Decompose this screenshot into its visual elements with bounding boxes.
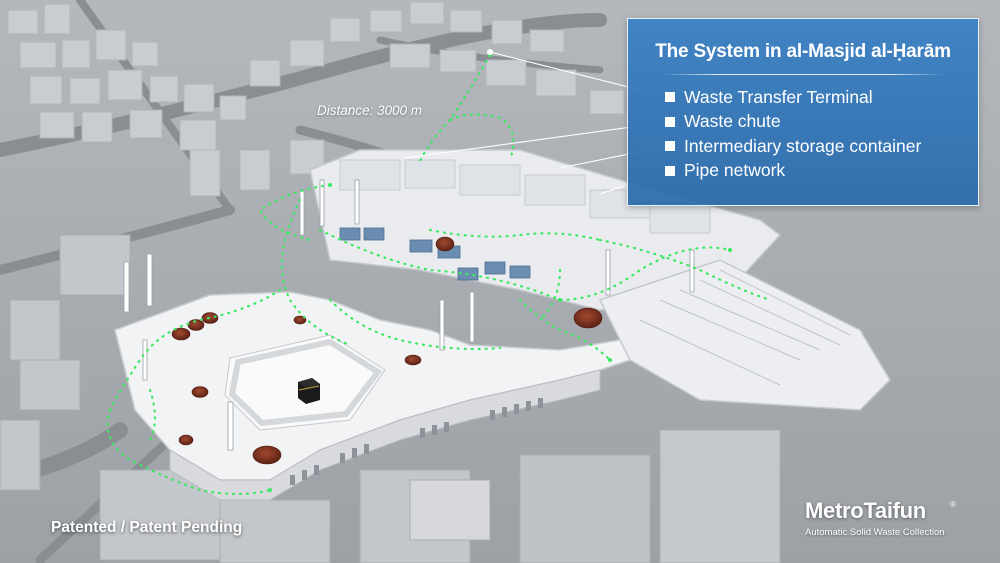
legend-item-waste-chute: Waste chute bbox=[665, 110, 921, 135]
legend-item-label: Waste Transfer Terminal bbox=[684, 86, 873, 107]
legend-title: The System in al-Masjid al-Ḥarām bbox=[655, 41, 951, 62]
legend-item-label: Intermediary storage container bbox=[684, 135, 922, 156]
kaaba bbox=[298, 378, 320, 404]
south-facade bbox=[169, 369, 601, 501]
legend-item-label: Pipe network bbox=[684, 160, 786, 181]
east-wing bbox=[598, 259, 891, 411]
city-buildings bbox=[7, 1, 625, 197]
solar-panels bbox=[339, 227, 531, 281]
patent-label: Patented / Patent Pending bbox=[51, 519, 243, 536]
square-bullet-icon bbox=[665, 141, 675, 152]
brand-logo: MetroTaifun bbox=[805, 498, 926, 523]
pipe-nodes bbox=[268, 53, 732, 492]
brand-tagline: Automatic Solid Waste Collection bbox=[805, 527, 945, 538]
domes bbox=[171, 236, 603, 465]
legend-item-waste-transfer-terminal: Waste Transfer Terminal bbox=[665, 85, 921, 110]
east-wing-steps bbox=[639, 269, 851, 386]
legend-item-pipe-network: Pipe network bbox=[665, 159, 921, 184]
pipe-network bbox=[106, 53, 772, 496]
square-bullet-icon bbox=[665, 165, 675, 176]
facade-arches bbox=[290, 398, 543, 485]
registered-mark: ® bbox=[950, 500, 956, 509]
foreground-buildings bbox=[0, 234, 781, 563]
legend-list: Waste Transfer Terminal Waste chute Inte… bbox=[665, 85, 921, 183]
distance-label: Distance: 3000 m bbox=[317, 103, 423, 118]
legend-item-intermediary-storage: Intermediary storage container bbox=[665, 134, 921, 159]
minarets bbox=[123, 179, 695, 451]
courtyard-ring bbox=[228, 338, 383, 427]
north-wing-detail bbox=[339, 159, 711, 234]
legend-divider bbox=[662, 74, 944, 75]
square-bullet-icon bbox=[665, 92, 675, 103]
legend-item-label: Waste chute bbox=[684, 111, 781, 132]
legend-panel: The System in al-Masjid al-Ḥarām Waste T… bbox=[627, 18, 979, 206]
square-bullet-icon bbox=[665, 116, 675, 127]
terminal-marker bbox=[487, 49, 493, 55]
north-wing bbox=[309, 149, 782, 311]
